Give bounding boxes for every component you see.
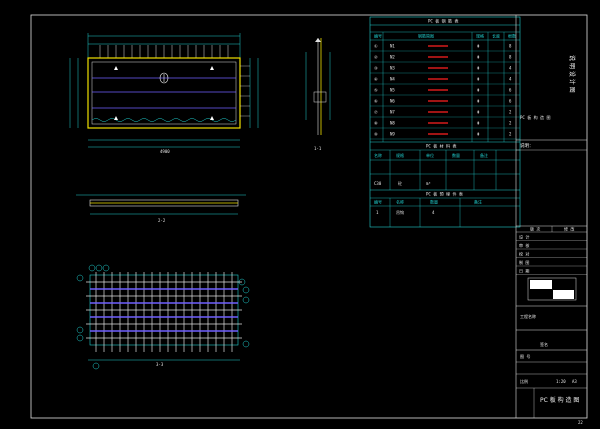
material-cell: m³ bbox=[426, 181, 431, 186]
rebar-id: ⑥ bbox=[374, 99, 378, 104]
sig-row-label: 制 图 bbox=[519, 259, 529, 265]
rebar-shape-label: N5 bbox=[390, 88, 395, 93]
center-mark-icon bbox=[159, 72, 169, 84]
side-view-label: 1-1 bbox=[314, 146, 322, 151]
rev-header: 版 次 bbox=[530, 226, 540, 232]
section-view-label: 2-2 bbox=[158, 218, 166, 223]
rebar-count: 4 bbox=[509, 66, 512, 71]
rebar-shape-label: N7 bbox=[390, 110, 395, 115]
rebar-spec: Φ bbox=[477, 132, 480, 137]
panel-sub-label: PC 板 构 造 图 bbox=[520, 114, 550, 120]
project-label: 工程名称 bbox=[520, 313, 536, 319]
sheet-label: A3 bbox=[572, 379, 577, 384]
rebar-view-label: 3-3 bbox=[156, 362, 164, 367]
sig-row-label: 日 期 bbox=[519, 268, 529, 274]
rebar-count: 8 bbox=[509, 44, 512, 49]
lift-hook-icon bbox=[210, 66, 214, 70]
rebar-count: 8 bbox=[509, 55, 512, 60]
sig-row-label: 审 核 bbox=[519, 242, 529, 248]
rebar-count: 2 bbox=[509, 132, 512, 137]
embed-table-title: PC 板 预 埋 件 表 bbox=[426, 191, 463, 197]
section-view: 2-2 bbox=[76, 194, 246, 223]
rebar-shape-label: N6 bbox=[390, 99, 395, 104]
material-cell: 砼 bbox=[398, 180, 402, 186]
rebar-spec: Φ bbox=[477, 99, 480, 104]
plan-dim-text: 4900 bbox=[160, 149, 170, 154]
rev-header: 修 改 bbox=[564, 226, 574, 232]
embed-cell: 4 bbox=[432, 210, 435, 215]
col-header: 名称 bbox=[374, 152, 382, 158]
col-header: 名称 bbox=[396, 199, 404, 205]
rebar-id: ② bbox=[374, 55, 378, 60]
material-table-title: PC 板 材 料 表 bbox=[426, 143, 456, 149]
rebar-spec: Φ bbox=[477, 66, 480, 71]
rebar-count: 6 bbox=[509, 99, 512, 104]
lift-hook-icon bbox=[114, 66, 118, 70]
scale-label: 比例 bbox=[520, 378, 528, 384]
rebar-id: ③ bbox=[374, 66, 378, 71]
scale-value: 1:20 bbox=[556, 379, 566, 384]
col-header: 数量 bbox=[452, 152, 460, 158]
plan-view: 4900 bbox=[69, 33, 259, 154]
col-header: 根数 bbox=[508, 33, 516, 39]
sig-row-label: 设 计 bbox=[519, 234, 529, 240]
rebar-count: 2 bbox=[509, 110, 512, 115]
stamp-label: 签名 bbox=[540, 341, 548, 347]
page-number: 22 bbox=[578, 420, 583, 425]
sig-row-label: 校 对 bbox=[519, 251, 529, 257]
side-view: 1-1 bbox=[305, 38, 331, 151]
col-header: 钢筋简图 bbox=[418, 33, 434, 39]
rebar-spec: Φ bbox=[477, 55, 480, 60]
col-header: 规格 bbox=[476, 33, 484, 39]
rebar-id: ⑨ bbox=[374, 132, 378, 137]
rebar-id: ⑦ bbox=[374, 110, 378, 115]
drawing-no-label: 图 号 bbox=[520, 353, 530, 359]
notes-label: 说明： bbox=[520, 142, 534, 149]
rebar-id: ④ bbox=[374, 77, 378, 82]
rebar-id: ⑤ bbox=[374, 88, 378, 93]
col-header: 备注 bbox=[480, 152, 488, 158]
rebar-count: 4 bbox=[509, 77, 512, 82]
rebar-spec: Φ bbox=[477, 88, 480, 93]
logo-box bbox=[527, 277, 577, 301]
rebar-shape-label: N2 bbox=[390, 55, 395, 60]
col-header: 编号 bbox=[374, 33, 382, 39]
rebar-shape-label: N4 bbox=[390, 77, 395, 82]
lift-hook-icon bbox=[114, 116, 118, 120]
drawing-frame bbox=[30, 14, 588, 419]
title-block: 说明： 说 明 设 计 图 PC 板 构 造 图 版 次 修 改 设 计审 核校… bbox=[515, 15, 587, 418]
rebar-id: ⑧ bbox=[374, 121, 378, 126]
rebar-shape-label: N9 bbox=[390, 132, 395, 137]
col-header: 长度 bbox=[492, 33, 500, 39]
rebar-shape-label: N3 bbox=[390, 66, 395, 71]
rebar-spec: Φ bbox=[477, 44, 480, 49]
material-cell: C30 bbox=[374, 181, 382, 186]
rebar-count: 2 bbox=[509, 121, 512, 126]
rebar-count: 6 bbox=[509, 88, 512, 93]
col-header: 单位 bbox=[426, 152, 434, 158]
embed-cell: 1 bbox=[376, 210, 379, 215]
rebar-plan: 3-3 bbox=[76, 264, 250, 370]
rebar-table-title: PC 板 钢 筋 表 bbox=[428, 18, 458, 24]
slab-outline bbox=[87, 57, 241, 129]
col-header: 备注 bbox=[474, 199, 482, 205]
drawing-name: PC 板 构 造 图 bbox=[540, 396, 579, 404]
rebar-spec: Φ bbox=[477, 77, 480, 82]
rebar-id: ① bbox=[374, 44, 378, 49]
embed-cell: 吊钩 bbox=[396, 209, 404, 215]
col-header: 数量 bbox=[430, 199, 438, 205]
rebar-shape-label: N8 bbox=[390, 121, 395, 126]
rebar-spec: Φ bbox=[477, 121, 480, 126]
rebar-shape-label: N1 bbox=[390, 44, 395, 49]
lift-hook-icon bbox=[210, 116, 214, 120]
vertical-title: 说 明 设 计 图 bbox=[568, 55, 576, 93]
rebar-spec: Φ bbox=[477, 110, 480, 115]
col-header: 规格 bbox=[396, 152, 404, 158]
col-header: 编号 bbox=[374, 199, 382, 205]
